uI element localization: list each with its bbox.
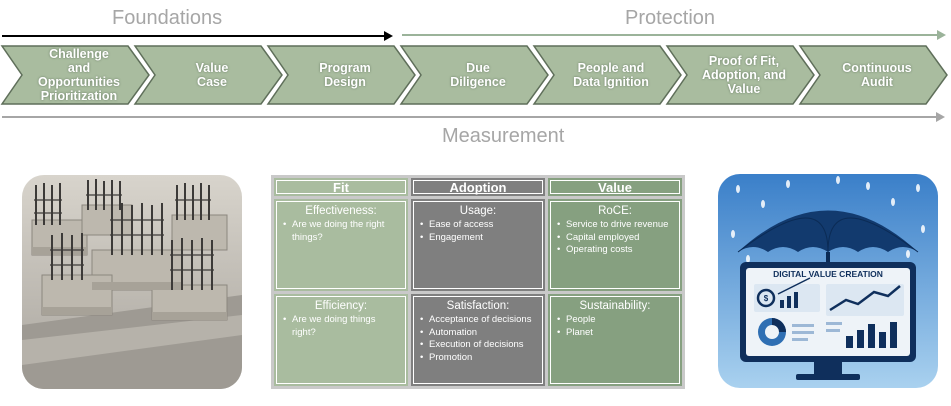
cell-title: Efficiency: (314, 300, 368, 312)
banner-text: DIGITAL VALUE CREATION (773, 269, 883, 279)
step-label: Proof of Fit, Adoption, and Value (701, 54, 786, 96)
bullet: People (557, 314, 674, 327)
cell-title: Usage: (459, 205, 497, 217)
cell-title: Satisfaction: (446, 300, 510, 312)
cell-title: Effectiveness: (305, 205, 377, 217)
raindrop-icon (731, 176, 925, 263)
cell-title: RoCE: (598, 205, 632, 217)
protection-label: Protection (625, 7, 716, 29)
bullet: Planet (557, 327, 674, 340)
header-adoption: Adoption (411, 178, 545, 196)
header-fit: Fit (274, 178, 408, 196)
bullet: Automation (420, 327, 537, 340)
measurement-label: Measurement (442, 125, 565, 147)
step-challenge: Challenge and Opportunities Prioritizati… (0, 44, 152, 106)
bullet: Ease of access (420, 219, 537, 232)
bullet: Capital employed (557, 232, 674, 245)
bullet: Promotion (420, 352, 537, 365)
umbrella-monitor-illustration: DIGITAL VALUE CREATION $ (718, 174, 938, 388)
bullet: Engagement (420, 232, 537, 245)
protection-arrow (402, 30, 946, 40)
process-chevrons: Challenge and Opportunities Prioritizati… (0, 44, 951, 106)
step-program-design: Program Design (266, 44, 418, 106)
svg-text:$: $ (764, 294, 769, 303)
step-proof-of-fit: Proof of Fit, Adoption, and Value (665, 44, 817, 106)
step-people-data: People and Data Ignition (532, 44, 684, 106)
foundations-label: Foundations (112, 7, 223, 29)
bullet: Execution of decisions (420, 339, 537, 352)
bullet: Are we doing things right? (283, 314, 400, 339)
concrete-foundations-image (22, 175, 242, 389)
cell-sustainability: Sustainability: People Planet (548, 294, 682, 386)
cell-efficiency: Efficiency: Are we doing things right? (274, 294, 408, 386)
step-label: Program Design (319, 61, 371, 89)
foundations-arrow (2, 31, 393, 41)
step-label: Challenge and Opportunities Prioritizati… (38, 47, 120, 103)
step-label: Due Diligence (450, 61, 506, 89)
step-label: Continuous Audit (842, 61, 912, 89)
cell-title: Sustainability: (579, 300, 651, 312)
bullet: Service to drive revenue (557, 219, 674, 232)
bullet: Operating costs (557, 244, 674, 257)
measurement-grid: Fit Adoption Value Effectiveness: Are we… (271, 175, 685, 389)
step-due-diligence: Due Diligence (399, 44, 551, 106)
bullet: Acceptance of decisions (420, 314, 537, 327)
step-value-case: Value Case (133, 44, 285, 106)
cell-effectiveness: Effectiveness: Are we doing the right th… (274, 199, 408, 291)
cell-satisfaction: Satisfaction: Acceptance of decisions Au… (411, 294, 545, 386)
step-label: People and Data Ignition (573, 61, 649, 89)
step-label: Value Case (195, 61, 229, 89)
measurement-arrow (2, 112, 945, 122)
cell-roce: RoCE: Service to drive revenue Capital e… (548, 199, 682, 291)
bullet: Are we doing the right things? (283, 219, 400, 244)
cell-usage: Usage: Ease of access Engagement (411, 199, 545, 291)
step-continuous-audit: Continuous Audit (798, 44, 950, 106)
header-value: Value (548, 178, 682, 196)
